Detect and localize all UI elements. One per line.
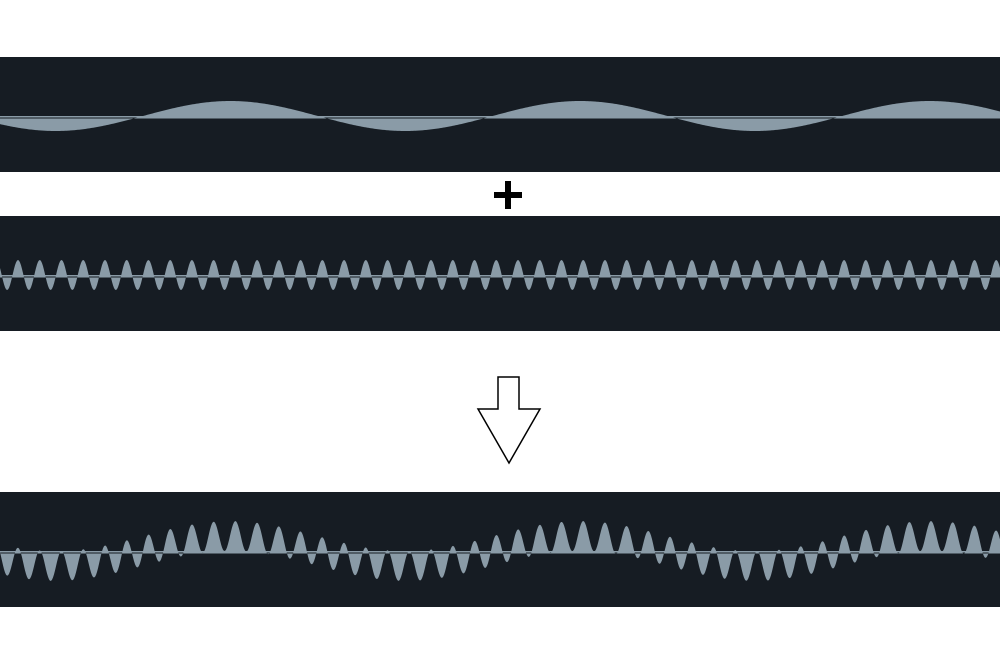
high-frequency-wave-panel — [0, 216, 1000, 331]
w3-trace — [0, 521, 1000, 581]
w1-trace — [0, 101, 1000, 131]
plus-icon — [494, 181, 522, 209]
down-arrow-icon — [476, 376, 542, 465]
sum-wave-panel — [0, 492, 1000, 607]
low-frequency-wave — [0, 101, 1000, 131]
sum-wave — [0, 521, 1000, 581]
w2-trace — [0, 260, 1000, 290]
high-frequency-wave — [0, 260, 1000, 290]
low-frequency-wave-panel — [0, 57, 1000, 172]
